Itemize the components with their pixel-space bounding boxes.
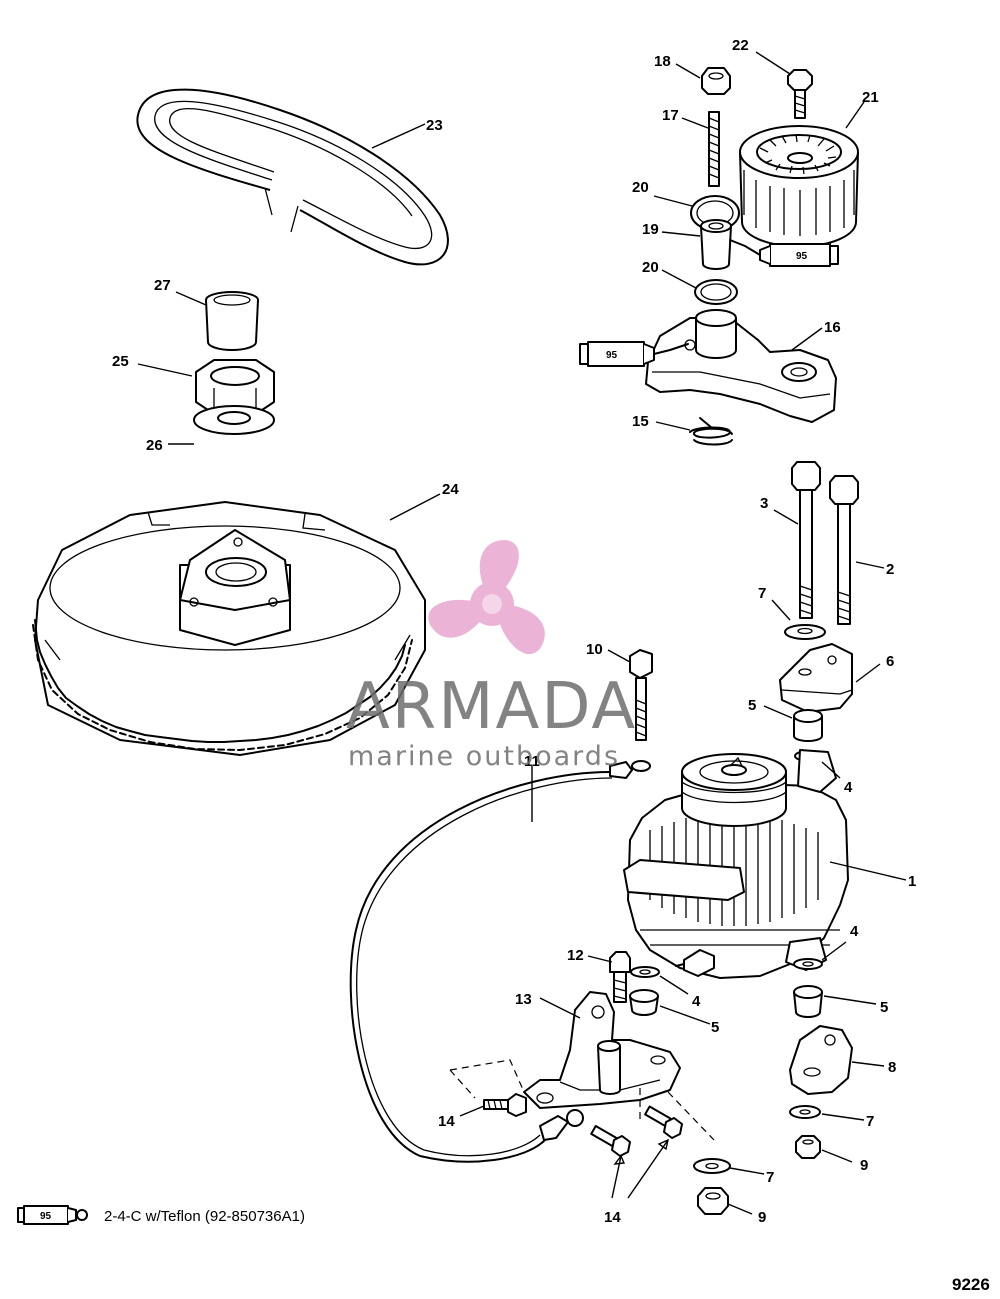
callout-14-left: 14 [438, 1113, 455, 1130]
callout-16: 16 [824, 319, 841, 336]
spacer-upper[interactable] [793, 709, 823, 742]
callout-18: 18 [654, 53, 671, 70]
callout-27: 27 [154, 277, 171, 294]
mounting-stud[interactable] [609, 951, 631, 1003]
callout-1: 1 [908, 873, 916, 890]
callout-11: 11 [524, 753, 540, 770]
washer-bottom[interactable] [693, 1158, 731, 1174]
watermark-tagline: marine outboards [348, 741, 620, 772]
bracket-screw-left[interactable] [483, 1093, 527, 1117]
callout-labels: 1 2 3 4 4 4 5 5 5 6 7 7 7 8 9 9 10 11 12… [112, 37, 916, 1226]
threaded-stud[interactable] [708, 111, 720, 187]
alternator[interactable] [623, 749, 849, 979]
terminal-bolt[interactable] [629, 649, 653, 741]
bushing[interactable] [205, 291, 259, 351]
callout-20-lower: 20 [642, 259, 659, 276]
legend-tube-code: 95 [40, 1211, 52, 1222]
callout-17: 17 [662, 107, 679, 124]
washer-right[interactable] [789, 1105, 821, 1119]
callout-22: 22 [732, 37, 749, 54]
callout-19: 19 [642, 221, 659, 238]
nut-right[interactable] [795, 1135, 821, 1159]
callout-9-bottom: 9 [758, 1209, 766, 1226]
lower-right-bracket[interactable] [789, 1025, 853, 1095]
callout-24: 24 [442, 481, 459, 498]
bracket-screw-middle[interactable] [590, 1125, 631, 1157]
drive-belt[interactable] [136, 88, 449, 266]
callout-15: 15 [632, 413, 649, 430]
tension-spring[interactable] [689, 417, 733, 446]
long-mounting-bolt[interactable] [791, 461, 821, 619]
callout-8: 8 [888, 1059, 896, 1076]
sealant-tube-right-label: 95 [796, 251, 808, 262]
legend-description: 2-4-C w/Teflon (92-850736A1) [104, 1208, 305, 1225]
callout-5-left: 5 [711, 1019, 719, 1036]
callout-7-upper: 7 [758, 585, 766, 602]
callout-13: 13 [515, 991, 532, 1008]
callout-7-right: 7 [866, 1113, 874, 1130]
bracket-screw-right[interactable] [644, 1105, 683, 1139]
callout-21: 21 [862, 89, 879, 106]
leader-lines [137, 51, 907, 1215]
callout-4-left: 4 [692, 993, 701, 1010]
callout-9-right: 9 [860, 1157, 868, 1174]
callout-4-upper: 4 [844, 779, 853, 796]
washer-lower-right[interactable] [793, 958, 823, 970]
spacer-lower-right[interactable] [793, 985, 823, 1018]
callout-5-upper: 5 [748, 697, 756, 714]
sealant-tube-left: 95 [579, 341, 689, 367]
sealant-tube-left-label: 95 [606, 350, 618, 361]
propeller-logo [428, 540, 545, 654]
terminal-washer[interactable] [631, 760, 651, 772]
stud-nut[interactable] [701, 67, 731, 95]
spacer-lower-left[interactable] [629, 989, 659, 1016]
callout-2: 2 [886, 561, 894, 578]
hex-nut[interactable] [195, 359, 275, 415]
callout-20-upper: 20 [632, 179, 649, 196]
callout-25: 25 [112, 353, 129, 370]
washer-lower-left[interactable] [630, 966, 660, 978]
callout-26: 26 [146, 437, 163, 454]
sealant-tube-right: 95 [729, 239, 839, 267]
callout-12: 12 [567, 947, 584, 964]
o-ring-lower[interactable] [694, 279, 738, 305]
pulley-bolt[interactable] [787, 69, 813, 119]
callout-7-bottom: 7 [766, 1169, 774, 1186]
flywheel[interactable] [32, 501, 426, 756]
callout-23: 23 [426, 117, 443, 134]
watermark-brand: ARMADA [346, 670, 637, 744]
upper-alternator-bracket[interactable] [779, 643, 853, 713]
callout-6: 6 [886, 653, 894, 670]
armada-watermark: ARMADA marine outboards [346, 540, 637, 772]
lower-alternator-bracket[interactable] [449, 991, 715, 1141]
ground-cable[interactable] [349, 761, 633, 1163]
mounting-bolt[interactable] [829, 475, 859, 625]
callout-5-right: 5 [880, 999, 888, 1016]
tensioner-bracket[interactable] [645, 309, 837, 423]
callout-4-right: 4 [850, 923, 859, 940]
washer-upper[interactable] [784, 624, 826, 640]
callout-10: 10 [586, 641, 603, 658]
idler-pulley[interactable] [739, 125, 859, 248]
diagram-id: 9226 [952, 1275, 990, 1294]
callout-14-bottom: 14 [604, 1209, 621, 1226]
flat-washer[interactable] [193, 405, 275, 435]
sealant-legend: 95 2-4-C w/Teflon (92-850736A1) [17, 1205, 305, 1225]
nut-bottom[interactable] [697, 1187, 729, 1215]
callout-3: 3 [760, 495, 768, 512]
pivot-sleeve[interactable] [700, 219, 732, 270]
